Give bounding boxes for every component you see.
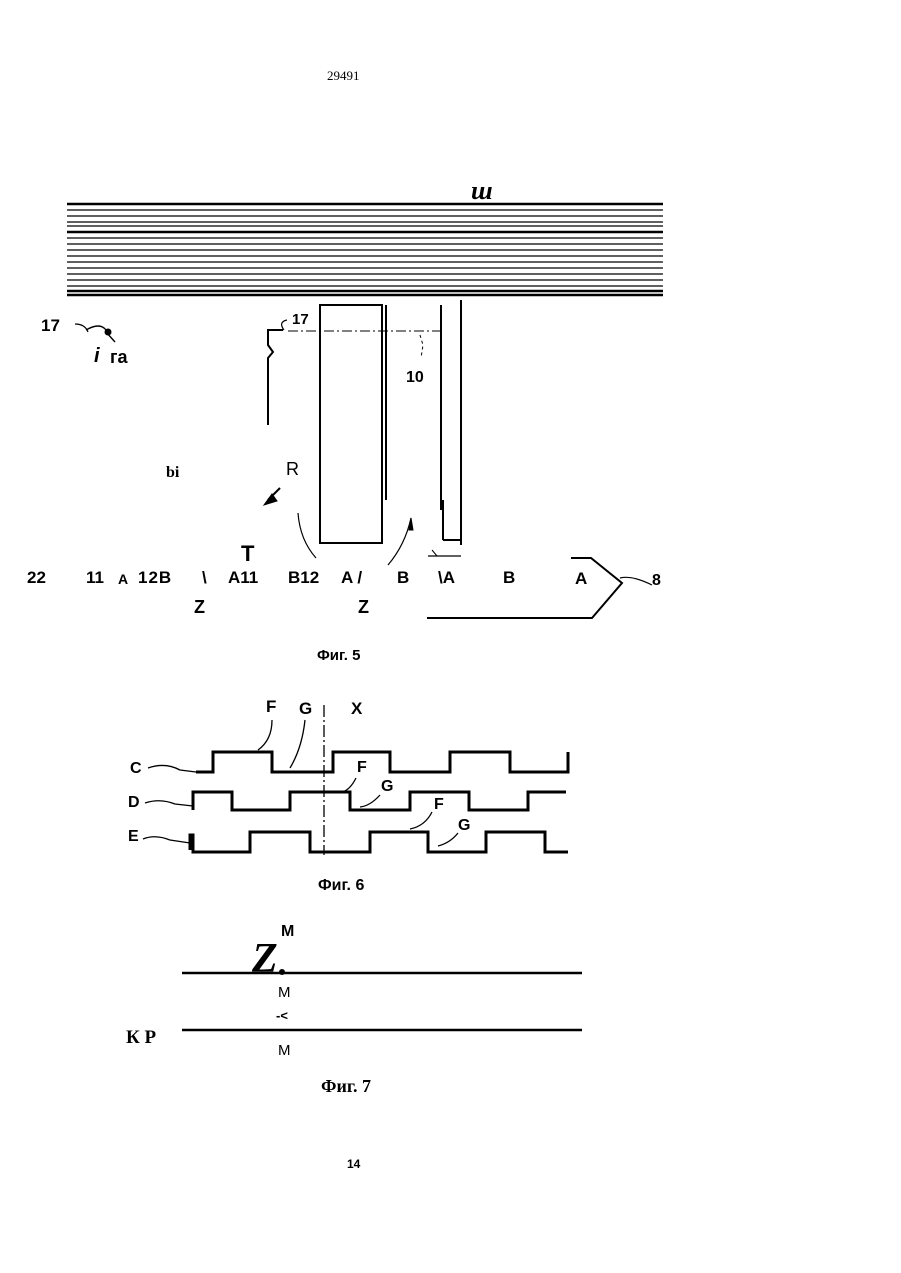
row-backslash: \	[202, 569, 207, 586]
signal-e-label: E	[128, 829, 139, 845]
label-f-3: F	[434, 797, 444, 813]
row-12b: 12B	[138, 569, 172, 586]
ref-z-left: Z	[194, 598, 205, 616]
row-11: 11	[86, 569, 104, 586]
row-a-small: A	[118, 572, 128, 586]
top-mark: ш	[471, 178, 493, 204]
ref-z-right: Z	[358, 598, 369, 616]
label-z: Z	[252, 938, 278, 980]
page-number: 14	[347, 1158, 360, 1170]
label-f-1: F	[266, 698, 276, 715]
waveform-e	[190, 832, 568, 852]
row-b12: B12	[288, 569, 319, 586]
label-g-1: G	[299, 700, 312, 717]
document-number: 29491	[327, 69, 360, 82]
fig6-waveforms	[190, 752, 568, 852]
row-b-1: B	[397, 569, 409, 586]
signal-d-label: D	[128, 795, 140, 811]
ref-bi: bi	[166, 465, 179, 481]
label-m-bot: M	[278, 1043, 291, 1058]
row-backslash-a: \A	[438, 569, 455, 586]
caption-fig5: Фиг. 5	[317, 648, 360, 663]
label-f-2: F	[357, 760, 367, 776]
label-g-3: G	[458, 818, 470, 834]
row-a-slash: A /	[341, 569, 362, 586]
caption-fig7: Фиг. 7	[321, 1077, 371, 1095]
ref-17-left: 17	[41, 317, 60, 334]
label-m-top: M	[281, 924, 294, 940]
label-kp: К Р	[126, 1028, 156, 1047]
row-b-2: B	[503, 569, 515, 586]
ref-r: R	[286, 460, 299, 478]
ref-ga: га	[110, 348, 128, 366]
label-x: X	[351, 700, 362, 717]
ref-t: T	[241, 543, 254, 565]
label-m-mid: M	[278, 985, 291, 1000]
row-a11: A11	[228, 569, 258, 586]
fig7-lines	[182, 969, 582, 1030]
ref-8: 8	[652, 573, 661, 589]
row-a-housing: A	[575, 570, 587, 587]
label-g-2: G	[381, 779, 393, 795]
caption-fig6: Фиг. 6	[318, 878, 364, 894]
ref-10: 10	[406, 370, 424, 386]
signal-c-label: C	[130, 761, 142, 777]
label-y: -<	[276, 1009, 288, 1022]
row-22: 22	[27, 569, 46, 586]
ref-i: i	[94, 346, 100, 366]
hatch-band	[67, 204, 663, 295]
waveform-c	[196, 752, 568, 772]
ref-17-mid: 17	[292, 312, 309, 327]
